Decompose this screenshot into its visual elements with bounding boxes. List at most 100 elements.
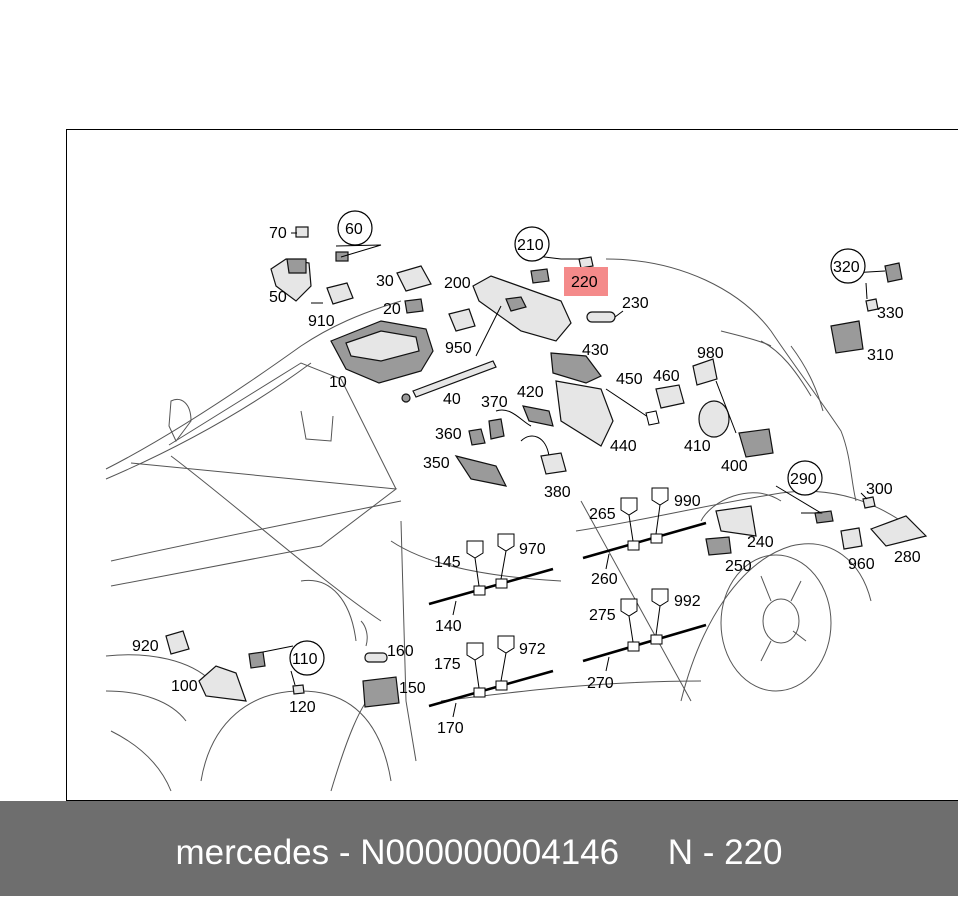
callout-120: 120: [289, 699, 316, 716]
callout-145: 145: [434, 554, 461, 571]
callout-440: 440: [610, 438, 637, 455]
part-300-bulb: [862, 496, 876, 509]
footer-position: 220: [724, 833, 783, 872]
callout-30: 30: [376, 273, 394, 290]
footer-category: N: [667, 833, 694, 872]
part-210-holder: [530, 268, 550, 284]
callout-70: 70: [269, 225, 287, 242]
part-380-connector: [540, 452, 567, 475]
part-260-cable: [582, 521, 707, 560]
callout-170: 170: [437, 720, 464, 737]
callout-360: 360: [435, 426, 462, 443]
part-960-connector: [840, 527, 863, 550]
callout-270: 270: [587, 675, 614, 692]
callout-972: 972: [519, 641, 546, 658]
part-120-bulb: [292, 684, 305, 695]
callout-230: 230: [622, 295, 649, 312]
leader-lines: [262, 232, 886, 718]
callout-labels: 70 60 50 910 30 20 10 40 200 950 210 220…: [132, 221, 921, 737]
callout-150: 150: [399, 680, 426, 697]
callout-990: 990: [674, 493, 701, 510]
callout-450: 450: [616, 371, 643, 388]
callout-410: 410: [684, 438, 711, 455]
part-70-bulb: [295, 226, 309, 238]
part-330-bulb: [865, 298, 879, 312]
callout-250: 250: [725, 558, 752, 575]
part-170-cable: [428, 669, 554, 708]
part-910-connector: [326, 282, 354, 305]
part-40-rod: [412, 360, 497, 398]
callout-50: 50: [269, 289, 287, 306]
callout-175: 175: [434, 656, 461, 673]
part-920-connector: [165, 630, 190, 655]
callout-20: 20: [383, 301, 401, 318]
callout-275: 275: [589, 607, 616, 624]
part-20-switch: [404, 298, 424, 314]
callout-960: 960: [848, 556, 875, 573]
callout-910: 910: [308, 313, 335, 330]
callout-200: 200: [444, 275, 471, 292]
callout-330: 330: [877, 305, 904, 322]
callout-980: 980: [697, 345, 724, 362]
callout-10: 10: [329, 374, 347, 391]
part-320-holder: [884, 262, 903, 283]
part-440-lamp-housing: [555, 380, 614, 447]
part-350-lamp: [454, 455, 508, 487]
highlight-box: [564, 267, 608, 296]
footer-separator: -: [693, 833, 725, 872]
part-420-switch: [522, 405, 554, 427]
callout-992: 992: [674, 593, 701, 610]
callout-420: 420: [517, 384, 544, 401]
part-40-end: [401, 393, 411, 403]
callout-140: 140: [435, 618, 462, 635]
footer-spacer: [619, 833, 668, 872]
part-110-holder: [248, 651, 266, 669]
footer-bar: mercedes - N000000004146 N - 220: [0, 801, 958, 896]
callout-300: 300: [866, 481, 893, 498]
part-360-clip: [468, 428, 486, 446]
part-100-lamp: [198, 665, 247, 702]
callout-110: 110: [292, 651, 318, 668]
parts: [165, 226, 928, 708]
callout-400: 400: [721, 458, 748, 475]
part-240-lamp: [715, 505, 757, 537]
footer-caption: mercedes - N000000004146 N - 220: [0, 801, 958, 896]
callout-290: 290: [790, 471, 817, 488]
callout-265: 265: [589, 506, 616, 523]
callout-220-highlighted: 220: [571, 274, 598, 291]
part-430-grille: [550, 352, 602, 384]
callout-210: 210: [517, 237, 544, 254]
callout-160: 160: [387, 643, 414, 660]
car-outline: [105, 258, 902, 792]
callout-40: 40: [443, 391, 461, 408]
part-230-festoon-bulb: [586, 311, 616, 323]
callout-920: 920: [132, 638, 159, 655]
part-310-lamp: [830, 320, 864, 354]
part-270-cable: [582, 623, 707, 663]
part-280-lamp: [869, 515, 928, 547]
part-400-lamp: [738, 428, 774, 458]
part-30-cover: [396, 265, 432, 292]
part-460-connector: [655, 384, 685, 409]
part-10-panel-face: [345, 330, 420, 362]
callout-280: 280: [894, 549, 921, 566]
circle-callouts: [289, 210, 866, 676]
callout-460: 460: [653, 368, 680, 385]
part-450-plug: [645, 410, 660, 426]
callout-240: 240: [747, 534, 774, 551]
footer-part-number: N000000004146: [360, 833, 620, 872]
callout-60: 60: [345, 221, 363, 238]
footer-brand: mercedes: [175, 833, 330, 872]
part-140-cable: [428, 567, 554, 606]
parts-diagram: 70 60 50 910 30 20 10 40 200 950 210 220…: [105, 210, 928, 792]
part-250-lamp: [705, 536, 732, 556]
callout-370: 370: [481, 394, 508, 411]
part-370-connector: [488, 418, 505, 440]
part-220-bulb: [578, 256, 594, 269]
parts-diagram-frame: 70 60 50 910 30 20 10 40 200 950 210 220…: [66, 129, 958, 801]
part-410-ring: [698, 400, 730, 438]
part-200-switch: [505, 296, 527, 312]
callout-950: 950: [445, 340, 472, 357]
part-160-festoon-bulb: [364, 652, 388, 663]
part-290-holder: [814, 510, 834, 524]
